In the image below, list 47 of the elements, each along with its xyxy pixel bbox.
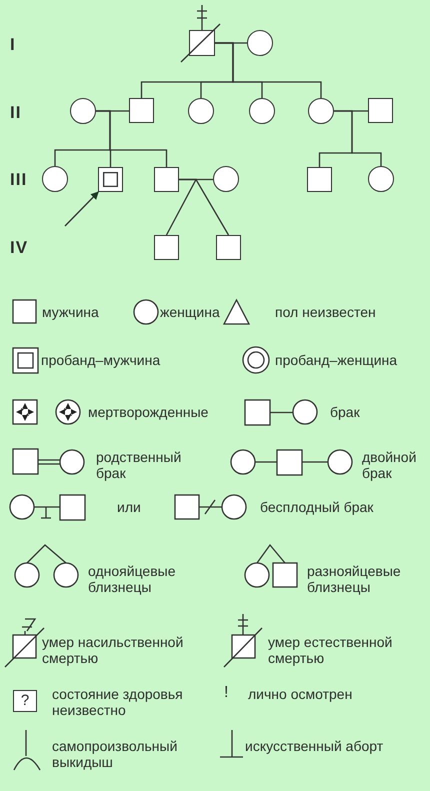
legend-text: пробанд–мужчина [41,352,160,368]
legend-text: лично осмотрен [248,686,352,702]
generation-label: IV [10,239,28,257]
female-symbol [70,98,96,124]
female-symbol [249,98,275,124]
generation-label: III [10,171,28,189]
legend-text: состояние здоровья неизвестно [52,686,184,718]
male-symbol [216,235,241,260]
legend-text: пробанд–женщина [275,352,398,368]
female-symbol [213,166,239,192]
legend-text: мертворожденные [88,404,208,420]
legend-text: разнояйцевые близнецы [307,563,402,595]
generation-label: I [10,36,16,54]
twin-line [179,178,230,236]
male-symbol [154,235,179,260]
legend-text: или [117,499,141,515]
male-symbol [307,167,332,192]
exclamation-mark: ! [224,685,228,701]
question-mark-symbol: ? [13,690,37,712]
legend-text: женщина [160,304,220,320]
legend-text: родственный брак [96,449,182,481]
descent-line [334,110,382,166]
proband-symbol [98,167,123,192]
male-symbol [154,167,179,192]
legend-text: брак [330,404,360,420]
legend-text: пол неизвестен [275,304,376,320]
legend-text: бесплодный брак [260,499,374,515]
female-symbol [308,98,334,124]
male-symbol [129,98,154,123]
female-symbol [42,166,68,192]
legend-text: двойной брак [362,449,418,481]
female-symbol [247,30,273,56]
twin-line [166,178,198,236]
female-symbol [368,166,394,192]
female-symbol [188,98,214,124]
legend-text: искусственный аборт [245,738,384,754]
male-symbol [368,98,393,123]
legend-text: мужчина [42,304,99,320]
deceased-male-symbol [189,30,215,56]
legend-text: умер естественной смертью [268,634,394,666]
descent-line [215,42,322,98]
legend-text: однояйцевые близнецы [88,563,176,595]
pointer-arrow [64,191,99,226]
generation-label: II [10,104,22,122]
legend-text: умер насильственной смертью [42,634,184,666]
descent-line [96,110,168,167]
legend-text: самопроизвольный выкидыш [52,738,178,770]
